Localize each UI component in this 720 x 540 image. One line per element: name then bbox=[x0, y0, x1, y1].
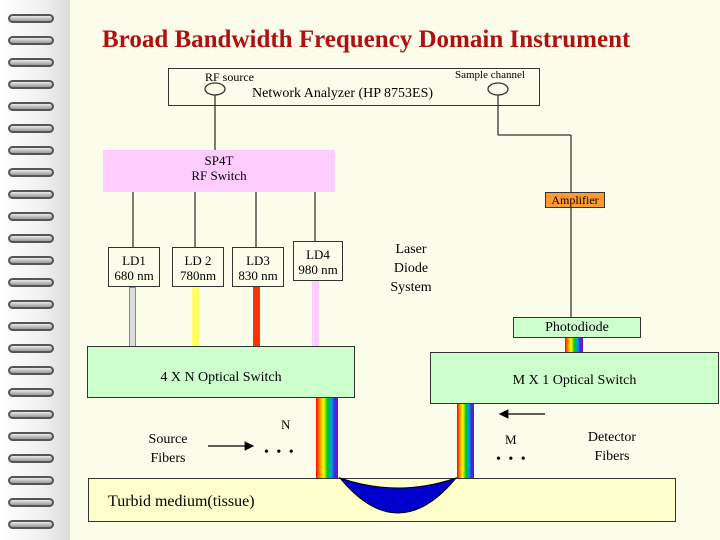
network-analyzer-box bbox=[168, 68, 540, 106]
laser-diode-ld2: LD 2 780nm bbox=[172, 247, 224, 287]
spiral-ring bbox=[8, 102, 54, 111]
spiral-ring bbox=[8, 58, 54, 67]
spiral-ring bbox=[8, 322, 54, 331]
detector-fiber-bundle bbox=[457, 404, 474, 480]
spiral-ring bbox=[8, 278, 54, 287]
spiral-ring bbox=[8, 476, 54, 485]
detector-fibers-label: Detector Fibers bbox=[578, 428, 646, 466]
photodiode-fiber bbox=[565, 338, 583, 353]
spiral-ring bbox=[8, 432, 54, 441]
laser-system-line1: Laser bbox=[395, 242, 427, 257]
rf-switch-label: RF Switch bbox=[191, 167, 247, 183]
ld3-name: LD3 bbox=[246, 253, 270, 268]
m-label: M bbox=[505, 432, 517, 447]
slide-title: Broad Bandwidth Frequency Domain Instrum… bbox=[102, 26, 631, 53]
spiral-ring bbox=[8, 212, 54, 221]
laser-diode-system-label: Laser Diode System bbox=[380, 240, 442, 297]
source-fibers-line1: Source bbox=[148, 432, 188, 447]
spiral-ring bbox=[8, 80, 54, 89]
source-fibers-label: Source Fibers bbox=[140, 430, 196, 468]
source-fiber-bundle bbox=[316, 398, 338, 480]
ld3-wavelength: 830 nm bbox=[238, 267, 278, 283]
ld1-name: LD1 bbox=[122, 253, 146, 268]
laser-system-line2: Diode bbox=[393, 261, 429, 276]
spiral-ring bbox=[8, 14, 54, 23]
n-label: N bbox=[281, 417, 291, 432]
amplifier-box: Amplifier bbox=[545, 192, 605, 208]
sp4t-label: SP4T bbox=[204, 153, 234, 168]
laser-diode-ld3: LD3 830 nm bbox=[232, 247, 284, 287]
spiral-ring bbox=[8, 454, 54, 463]
detector-fibers-line2: Fibers bbox=[594, 449, 630, 464]
source-ellipsis: • • • bbox=[264, 445, 296, 460]
spiral-ring bbox=[8, 146, 54, 155]
spiral-ring bbox=[8, 36, 54, 45]
spiral-ring bbox=[8, 498, 54, 507]
ld2-fiber bbox=[192, 287, 199, 347]
spiral-ring bbox=[8, 300, 54, 309]
photodiode-box: Photodiode bbox=[513, 317, 641, 338]
spiral-ring bbox=[8, 520, 54, 529]
turbid-medium-label: Turbid medium(tissue) bbox=[108, 493, 255, 510]
ld4-wavelength: 980 nm bbox=[298, 261, 338, 277]
spiral-ring bbox=[8, 234, 54, 243]
network-analyzer-label: Network Analyzer (HP 8753ES) bbox=[252, 86, 434, 101]
source-fibers-line2: Fibers bbox=[150, 451, 186, 466]
laser-diode-ld4: LD4 980 nm bbox=[293, 241, 343, 281]
ld2-name: LD 2 bbox=[184, 253, 212, 268]
spiral-ring bbox=[8, 366, 54, 375]
detector-fibers-line1: Detector bbox=[587, 430, 637, 445]
spiral-binding bbox=[0, 0, 70, 540]
optical-switch-4xn: 4 X N Optical Switch bbox=[87, 346, 355, 398]
optical-switch-mx1: M X 1 Optical Switch bbox=[430, 352, 719, 404]
spiral-ring bbox=[8, 256, 54, 265]
laser-system-line3: System bbox=[390, 280, 432, 295]
sample-channel-label: Sample channel bbox=[455, 69, 525, 81]
sp4t-rf-switch: SP4T RF Switch bbox=[103, 150, 335, 192]
spiral-ring bbox=[8, 410, 54, 419]
ld2-wavelength: 780nm bbox=[179, 267, 217, 283]
rf-source-label: RF source bbox=[205, 70, 254, 84]
spiral-ring bbox=[8, 168, 54, 177]
spiral-ring bbox=[8, 388, 54, 397]
laser-diode-ld1: LD1 680 nm bbox=[108, 247, 160, 287]
probe-icon bbox=[338, 476, 458, 514]
ld1-wavelength: 680 nm bbox=[114, 267, 154, 283]
ld4-name: LD4 bbox=[306, 247, 330, 262]
ld4-fiber bbox=[312, 281, 319, 347]
spiral-ring bbox=[8, 124, 54, 133]
ld3-fiber bbox=[253, 287, 260, 347]
detector-ellipsis: • • • bbox=[496, 452, 528, 467]
spiral-ring bbox=[8, 190, 54, 199]
spiral-ring bbox=[8, 344, 54, 353]
